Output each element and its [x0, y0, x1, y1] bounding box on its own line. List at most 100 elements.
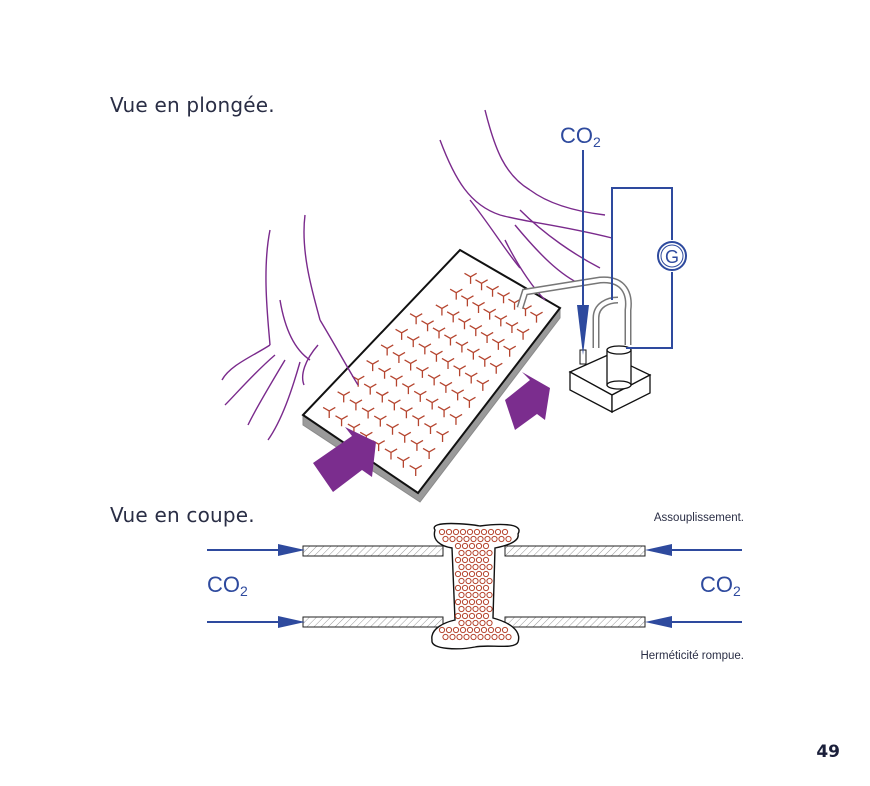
co2-label-right: CO2 [700, 572, 741, 599]
gas-bubble [480, 528, 488, 536]
mesh-node [503, 345, 517, 357]
gas-bubble [465, 577, 472, 585]
gas-bubble [486, 605, 493, 613]
mesh-node [398, 431, 412, 443]
mesh-node [436, 430, 449, 442]
gas-bubble [487, 528, 495, 536]
upper-layer-right [504, 545, 646, 557]
mesh-node [451, 389, 465, 401]
mesh-node [406, 336, 420, 348]
gas-bubble [463, 633, 470, 641]
gas-bubble [466, 528, 474, 536]
gas-bubble [458, 619, 465, 627]
mesh-node [375, 391, 389, 403]
gas-bubble [468, 598, 476, 606]
gas-bubble [505, 535, 512, 543]
gas-bubble [468, 556, 476, 564]
mesh-node [480, 331, 494, 343]
gas-bubble [470, 633, 477, 641]
mesh-node [390, 375, 403, 387]
gas-bubble [482, 570, 490, 578]
mesh-node [335, 415, 348, 427]
mesh-node [458, 318, 471, 330]
mesh-node [384, 448, 398, 460]
gas-bubble [461, 556, 469, 564]
gas-bubble [445, 528, 453, 536]
gas-bubble [482, 556, 490, 564]
gas-bubble [463, 535, 470, 543]
gas-bubble [454, 598, 462, 606]
gas-bubble [491, 535, 498, 543]
mesh-node [409, 464, 423, 477]
gas-bubble [505, 633, 512, 641]
sensor-cylinder [606, 345, 632, 390]
gas-bubble [458, 549, 465, 557]
gas-bubble [454, 612, 462, 620]
gas-bubble [456, 633, 463, 641]
co2-label-top: CO2 [560, 123, 601, 150]
gas-bubble [468, 612, 476, 620]
gas-bubble [482, 584, 490, 592]
gas-bubble [468, 584, 476, 592]
gas-bubble [486, 563, 493, 571]
gas-bubble [468, 570, 476, 578]
mesh-node [427, 374, 441, 386]
mesh-node [476, 379, 490, 391]
mesh-node [466, 348, 480, 360]
gas-bubble [484, 535, 491, 543]
gas-bubble [470, 535, 477, 543]
gas-bubble [454, 570, 462, 578]
gas-bubble [442, 535, 449, 543]
gas-bubble [472, 563, 479, 571]
right-hand-icon [439, 109, 613, 301]
mesh-node [349, 399, 363, 411]
mesh-node [424, 422, 437, 435]
mesh-node [453, 365, 467, 377]
mesh-node [449, 288, 463, 300]
mesh-node [489, 362, 503, 374]
gas-bubble [461, 612, 469, 620]
mesh-node [439, 381, 453, 393]
gas-bubble [494, 528, 502, 536]
gas-bubble [438, 626, 446, 634]
mesh-node [401, 383, 415, 395]
gas-bubble [458, 563, 465, 571]
gas-bubble [465, 591, 472, 599]
gas-bubble [452, 528, 460, 536]
page-number: 49 [816, 742, 840, 762]
mesh-node [421, 320, 434, 332]
gas-bubble [473, 528, 481, 536]
gas-bubble [484, 633, 491, 641]
gas-bubble [458, 577, 465, 585]
mesh-node [444, 334, 457, 346]
mesh-node [396, 456, 410, 468]
mesh-node [322, 406, 336, 418]
mesh-node [366, 360, 380, 372]
mesh-node [337, 391, 351, 403]
gas-bubble [465, 619, 472, 627]
gas-bubble [479, 619, 486, 627]
gas-bubble [461, 598, 469, 606]
mesh-node [422, 447, 436, 459]
gas-bubble [486, 577, 493, 585]
plate-surface [301, 248, 562, 495]
mesh-node [441, 357, 455, 369]
mesh-node [460, 295, 474, 307]
gas-bubble [456, 535, 463, 543]
mesh-node [478, 355, 492, 367]
gas-bubble [486, 549, 493, 557]
mesh-node [425, 398, 439, 410]
gas-bubble [501, 626, 509, 634]
mesh-node [464, 272, 477, 284]
mesh-node [516, 328, 530, 340]
gas-bubble [452, 626, 460, 634]
mesh-node [455, 341, 469, 353]
gas-bubble [482, 598, 490, 606]
gas-bubble [486, 591, 493, 599]
gas-bubble [442, 633, 449, 641]
mesh-node [373, 415, 387, 427]
gas-bubble [482, 612, 490, 620]
gas-bubble [487, 626, 495, 634]
mesh-node [412, 415, 425, 427]
